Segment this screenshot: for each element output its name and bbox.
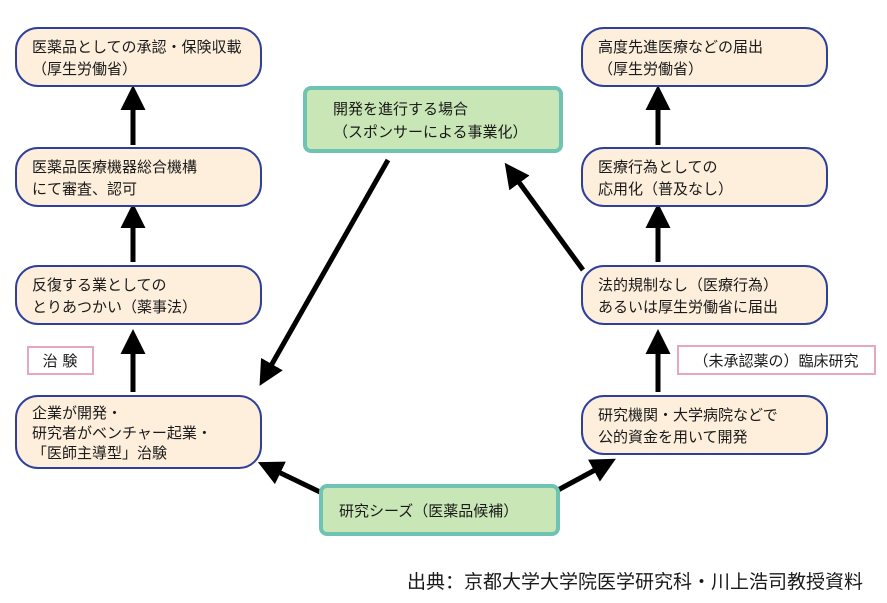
node-research-line-1: 研究機関・大学病院などで [598, 406, 778, 424]
node-no-regulation-line-1: 法的規制なし（医療行為） [598, 276, 778, 294]
arrow-seeds-to-research [556, 458, 616, 493]
node-seeds: 研究シーズ（医薬品候補） [319, 484, 560, 536]
node-seeds-line-1: 研究シーズ（医薬品候補） [339, 502, 518, 520]
source-caption: 出典：京都大学大学院医学研究科・川上浩司教授資料 [407, 571, 863, 593]
node-pharma-law: 反復する業としての とりあつかい（薬事法） [15, 265, 262, 325]
node-research: 研究機関・大学病院などで 公的資金を用いて開発 [581, 395, 828, 455]
node-pmda: 医薬品医療機器総合機構 にて審査、認可 [15, 147, 262, 207]
node-approval-line-1: 医薬品としての承認・保険収載 [32, 38, 242, 56]
tag-clinical-trial: 治 験 [27, 346, 94, 375]
node-sponsor: 開発を進行する場合 （スポンサーによる事業化） [303, 86, 563, 153]
node-research-line-2: 公的資金を用いて開発 [598, 428, 748, 446]
node-pharma-law-line-1: 反復する業としての [32, 276, 167, 294]
node-application-line-2: 応用化（普及なし） [598, 180, 733, 198]
node-sponsor-line-1: 開発を進行する場合 [333, 100, 468, 118]
node-company-line-3: 「医師主導型」治験 [32, 444, 167, 462]
node-advanced-line-1: 高度先進医療などの届出 [598, 38, 763, 56]
node-no-regulation: 法的規制なし（医療行為） あるいは厚生労働省に届出 [581, 265, 828, 325]
node-no-regulation-line-2: あるいは厚生労働省に届出 [598, 298, 778, 316]
node-sponsor-line-2: （スポンサーによる事業化） [333, 123, 528, 141]
arrow-sponsor-to-company [259, 158, 391, 386]
tag-clinical-research: （未承認薬の）臨床研究 [677, 345, 876, 375]
node-application: 医療行為としての 応用化（普及なし） [581, 147, 828, 207]
node-pmda-line-1: 医薬品医療機器総合機構 [32, 158, 197, 176]
node-pharma-law-line-2: とりあつかい（薬事法） [32, 298, 197, 316]
node-advanced: 高度先進医療などの届出 （厚生労働省） [581, 27, 828, 87]
arrows [120, 85, 671, 495]
arrow-no-regulation-to-sponsor [504, 162, 586, 272]
node-company-line-1: 企業が開発・ [32, 404, 122, 422]
tag-clinical-research-label: （未承認薬の）臨床研究 [693, 352, 858, 370]
node-company: 企業が開発・ 研究者がベンチャー起業・ 「医師主導型」治験 [15, 395, 262, 469]
tag-clinical-trial-label: 治 験 [43, 352, 78, 370]
arrow-seeds-to-company [257, 461, 322, 495]
node-pmda-line-2: にて審査、認可 [32, 180, 137, 198]
node-approval: 医薬品としての承認・保険収載 （厚生労働省） [15, 27, 262, 87]
node-company-line-2: 研究者がベンチャー起業・ [32, 424, 212, 442]
node-application-line-1: 医療行為としての [598, 158, 718, 176]
node-approval-line-2: （厚生労働省） [32, 60, 137, 78]
node-advanced-line-2: （厚生労働省） [598, 60, 703, 78]
